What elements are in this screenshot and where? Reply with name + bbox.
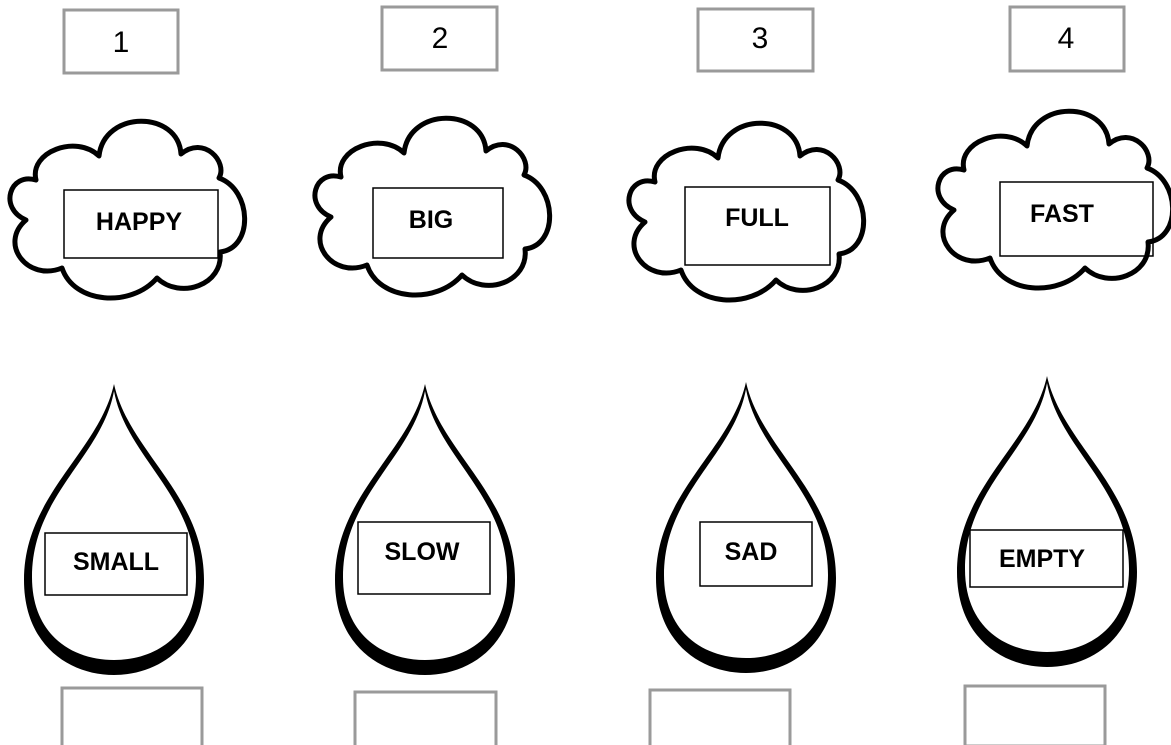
number-3: 3	[752, 22, 769, 55]
answer-box-3[interactable]	[648, 688, 792, 745]
answer-box-4[interactable]	[963, 684, 1107, 745]
number-2: 2	[432, 22, 449, 55]
drop-word-3: SAD	[725, 538, 778, 566]
raindrop-icon	[957, 376, 1137, 667]
drop-3: SAD	[656, 382, 836, 673]
number-box-3: 3	[696, 7, 815, 73]
drop-4: EMPTY	[957, 376, 1137, 667]
drop-word-1: SMALL	[73, 548, 159, 576]
cloud-1: HAPPY	[10, 121, 245, 298]
cloud-3: FULL	[629, 123, 864, 300]
number-1: 1	[113, 26, 130, 59]
cloud-word-3: FULL	[725, 204, 789, 232]
number-box-1: 1	[62, 8, 180, 75]
answer-box-1[interactable]	[60, 686, 204, 745]
drop-2: SLOW	[335, 384, 515, 675]
answer-box-2[interactable]	[353, 690, 498, 745]
cloud-4: FAST	[938, 111, 1171, 288]
drop-1: SMALL	[24, 384, 204, 675]
number-box-4: 4	[1008, 5, 1126, 73]
drop-word-2: SLOW	[385, 538, 460, 566]
number-4: 4	[1058, 22, 1075, 55]
cloud-word-4: FAST	[1030, 200, 1094, 228]
cloud-2: BIG	[315, 118, 550, 295]
drop-word-4: EMPTY	[999, 545, 1085, 573]
raindrop-icon	[24, 384, 204, 675]
cloud-word-2: BIG	[409, 206, 453, 234]
cloud-word-1: HAPPY	[96, 208, 182, 236]
number-box-2: 2	[380, 5, 499, 72]
